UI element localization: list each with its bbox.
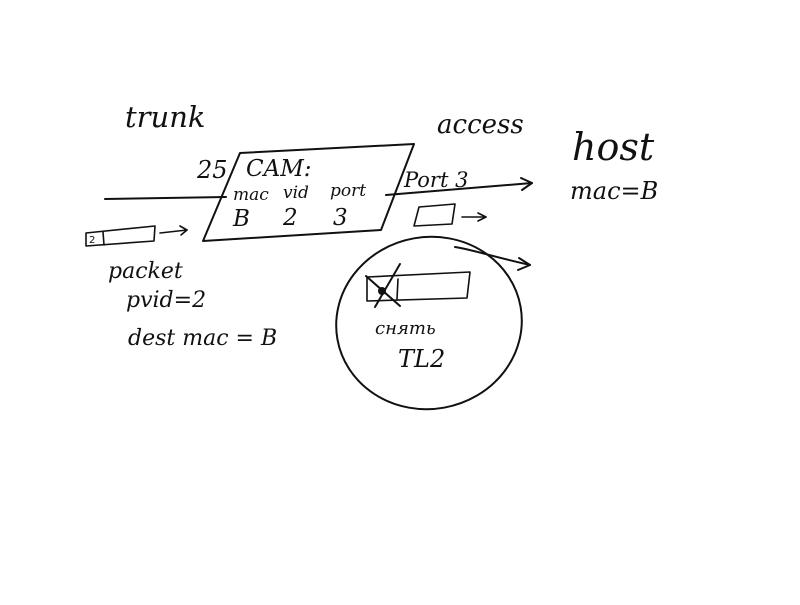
stripped-packet (366, 271, 471, 302)
cam-cell-vid: 2 (282, 205, 298, 231)
port-3-label: Port 3 (403, 168, 468, 192)
trunk-link-line (104, 196, 227, 200)
port-25-label: 25 (196, 156, 228, 184)
strike-line-1 (365, 275, 401, 307)
outgoing-packet (413, 203, 456, 227)
packet-label: packet (108, 259, 183, 284)
dest-mac-label: dest mac = B (128, 326, 277, 351)
outgoing-packet-arrowhead (477, 212, 487, 222)
incoming-packet (85, 225, 156, 247)
incoming-packet-arrow (159, 229, 188, 234)
incoming-packet-arrowhead (179, 225, 188, 236)
access-link-line (385, 182, 533, 196)
strip-caption: снять (375, 318, 436, 339)
pvid-label: pvid=2 (126, 288, 206, 313)
host-mac-label: mac=B (570, 177, 658, 205)
access-label: access (437, 110, 524, 140)
stripped-tag-divider (396, 278, 399, 300)
access-link-arrowhead (520, 177, 533, 191)
host-label: host (572, 125, 655, 169)
zoom-circle (335, 235, 523, 411)
zoom-pointer-line (454, 246, 531, 266)
cam-cell-port: 3 (333, 205, 348, 231)
cam-cell-mac: B (232, 206, 250, 232)
switch-cam-box (202, 143, 415, 242)
cam-header-mac: mac (233, 185, 269, 205)
zoom-pointer-arrowhead (517, 257, 531, 271)
strike-line-2 (374, 263, 401, 308)
cam-header-port: port (330, 181, 366, 201)
packet-tag-label: 2 (89, 235, 95, 246)
strip-caption-2: TL2 (398, 345, 445, 373)
trunk-label: trunk (125, 100, 205, 134)
cam-header-vid: vid (283, 183, 309, 203)
packet-tag-divider (102, 231, 105, 246)
cam-title: CAM: (246, 156, 312, 182)
